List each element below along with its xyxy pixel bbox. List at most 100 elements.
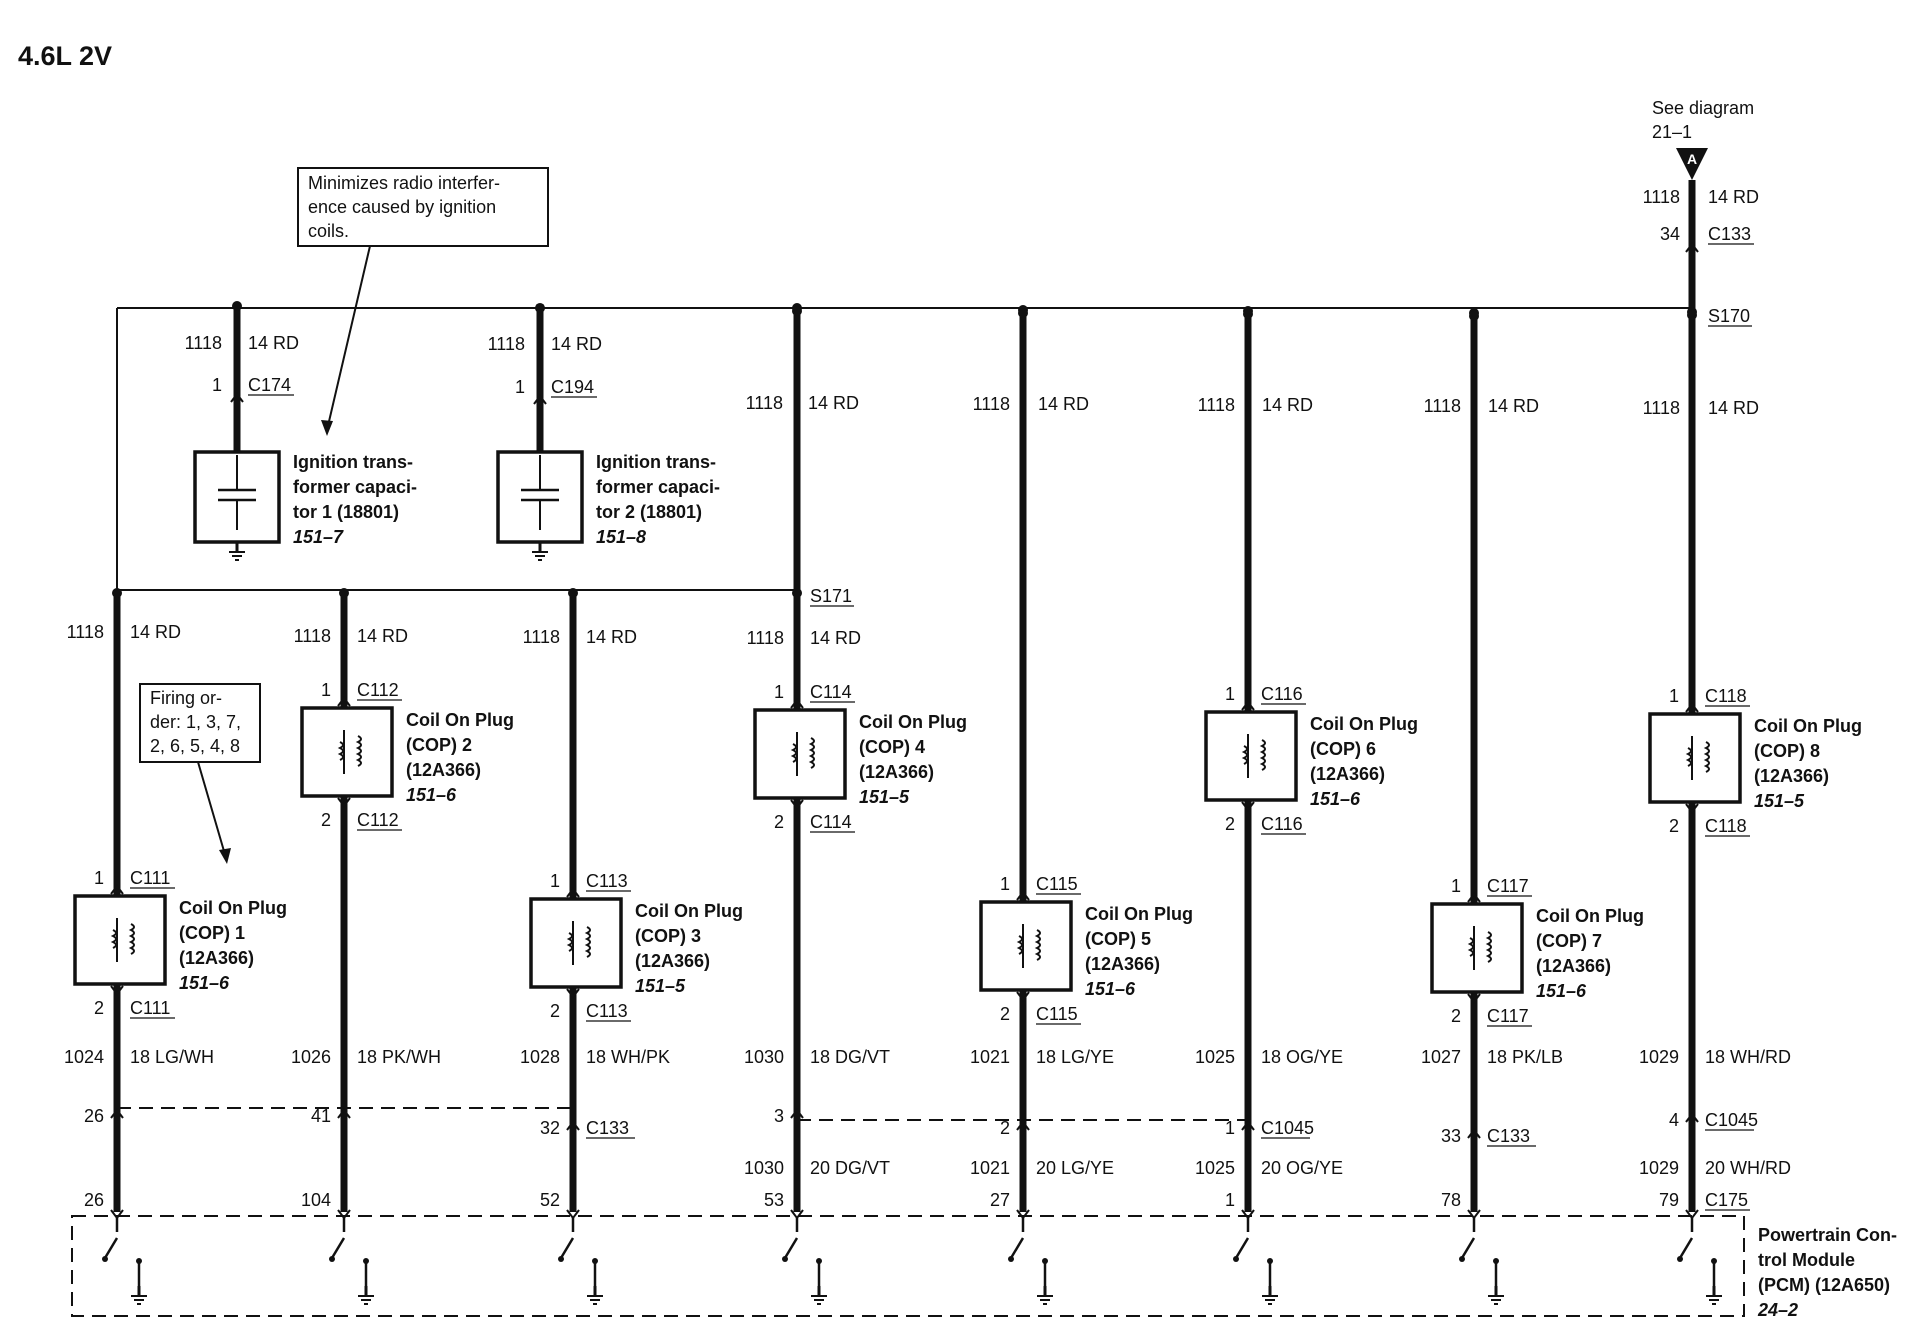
cop7-wire-out-label: 18 PK/LB xyxy=(1487,1047,1563,1067)
cop6-conn-top: C116 xyxy=(1261,684,1303,704)
cop2-conn-top-arrow-icon xyxy=(337,696,351,707)
cop1-name-1: Coil On Plug xyxy=(179,898,287,918)
cop4-wire-out2-label: 20 DG/VT xyxy=(810,1158,890,1178)
cop2-name-2: (COP) 2 xyxy=(406,735,472,755)
ground-icon xyxy=(530,540,550,562)
cop1-circuit-out: 1024 xyxy=(64,1047,104,1067)
cop1-name-3: (12A366) xyxy=(179,948,254,968)
cop8-circuit-out: 1029 xyxy=(1639,1047,1679,1067)
cop4-splice-dot xyxy=(792,306,802,316)
cop6-name-1: Coil On Plug xyxy=(1310,714,1418,734)
note-radio-line3: coils. xyxy=(308,221,349,241)
cop3-name-3: (12A366) xyxy=(635,951,710,971)
cop2-name-1: Coil On Plug xyxy=(406,710,514,730)
cop2-conn-bot-arrow-icon xyxy=(337,797,351,808)
cop3-conn-top-arrow-icon xyxy=(566,887,580,898)
cap1-name-2: former capaci- xyxy=(293,477,417,497)
cop7-pcm-pin: 78 xyxy=(1441,1190,1461,1210)
cop8-splice-dot xyxy=(1687,310,1697,320)
cap1-ref: 151–7 xyxy=(293,527,344,547)
note-firing-line2: der: 1, 3, 7, xyxy=(150,712,241,732)
cop2-conn-top: C112 xyxy=(357,680,399,700)
cop4-box xyxy=(753,708,847,800)
connector-a-marker-icon xyxy=(1676,148,1708,180)
cop5-wire-out2-label: 20 LG/YE xyxy=(1036,1158,1114,1178)
cop2-circuit-in: 1118 xyxy=(294,626,331,646)
cop6-ref: 151–6 xyxy=(1310,789,1361,809)
cop4-wire-in-label: 14 RD xyxy=(810,628,861,648)
cop2-pin-bot: 2 xyxy=(321,810,331,830)
cop7-name-2: (COP) 7 xyxy=(1536,931,1602,951)
cop2-pcm-ground-dot xyxy=(363,1258,369,1264)
pcm-driver-switch-icon xyxy=(780,1216,799,1264)
cop8-mid-conn: C1045 xyxy=(1705,1110,1758,1130)
svg-text:14 RD: 14 RD xyxy=(1262,395,1313,415)
cop8-name-3: (12A366) xyxy=(1754,766,1829,786)
cop6-wire-out2-label: 20 OG/YE xyxy=(1261,1158,1343,1178)
pcm-driver-switch-icon xyxy=(556,1216,575,1264)
svg-text:14 RD: 14 RD xyxy=(1708,398,1759,418)
cop7-mid-pin: 33 xyxy=(1441,1126,1461,1146)
cop6-box xyxy=(1204,710,1298,802)
cop4-wire-out-label: 18 DG/VT xyxy=(810,1047,890,1067)
cop4-circuit-out: 1030 xyxy=(744,1047,784,1067)
cop6-pcm-pin: 1 xyxy=(1225,1190,1235,1210)
cop3-pcm-ground-dot xyxy=(592,1258,598,1264)
cop2-ref: 151–6 xyxy=(406,785,457,805)
cop3-conn-top: C113 xyxy=(586,871,628,891)
cop2-circuit-out: 1026 xyxy=(291,1047,331,1067)
cop6-conn-top-arrow-icon xyxy=(1241,700,1255,711)
top-feed-pin: 34 xyxy=(1660,224,1680,244)
cop8-wire-out-label: 18 WH/RD xyxy=(1705,1047,1791,1067)
cop2-splice-dot xyxy=(339,588,349,598)
cop5-pin-bot: 2 xyxy=(1000,1004,1010,1024)
cop1-conn-bot-arrow-icon xyxy=(110,985,124,996)
cop6-mid-conn: C1045 xyxy=(1261,1118,1314,1138)
note-radio-pointer xyxy=(326,245,371,431)
cop4-pin-top: 1 xyxy=(774,682,784,702)
cop5-pcm-pin: 27 xyxy=(990,1190,1010,1210)
cop4-pin-bot: 2 xyxy=(774,812,784,832)
ground-icon xyxy=(585,1284,605,1306)
cop6-pin-bot: 2 xyxy=(1225,814,1235,834)
cop5-circuit-out2: 1021 xyxy=(970,1158,1010,1178)
cop7-pin-bot: 2 xyxy=(1451,1006,1461,1026)
pcm-driver-switch-icon xyxy=(1006,1216,1025,1264)
pcm-driver-switch-icon xyxy=(1675,1216,1694,1264)
cop4-ref: 151–5 xyxy=(859,787,910,807)
ground-icon xyxy=(227,540,247,562)
cop8-name-1: Coil On Plug xyxy=(1754,716,1862,736)
cop4-name-1: Coil On Plug xyxy=(859,712,967,732)
cop8-pcm-ground-dot xyxy=(1711,1258,1717,1264)
top-feed-connector: C133 xyxy=(1708,224,1751,244)
cop7-box xyxy=(1430,902,1524,994)
cop2-pcm-pin: 104 xyxy=(301,1190,331,1210)
pcm-ref: 24–2 xyxy=(1757,1300,1798,1320)
cop5-conn-bot-arrow-icon xyxy=(1016,991,1030,1002)
cop4-circuit-in: 1118 xyxy=(747,628,784,648)
cap2-connector: C194 xyxy=(551,377,594,397)
cop7-conn-bot: C117 xyxy=(1487,1006,1529,1026)
cop3-name-1: Coil On Plug xyxy=(635,901,743,921)
cop7-conn-top: C117 xyxy=(1487,876,1529,896)
cop5-name-1: Coil On Plug xyxy=(1085,904,1193,924)
cop3-pin-bot: 2 xyxy=(550,1001,560,1021)
cop5-conn-bot: C115 xyxy=(1036,1004,1078,1024)
ground-icon xyxy=(1035,1284,1055,1306)
cop4-mid-pin: 3 xyxy=(774,1106,784,1126)
cop1-pin-top: 1 xyxy=(94,868,104,888)
cop1-mid-pin: 26 xyxy=(84,1106,104,1126)
svg-text:14 RD: 14 RD xyxy=(1038,394,1089,414)
cop7-name-3: (12A366) xyxy=(1536,956,1611,976)
note-firing-line3: 2, 6, 5, 4, 8 xyxy=(150,736,240,756)
cop2-conn-bot: C112 xyxy=(357,810,399,830)
cop7-pin-top: 1 xyxy=(1451,876,1461,896)
cop5-pin-top: 1 xyxy=(1000,874,1010,894)
upper-feeds: 1118 14 RD 1118 14 RD 1118 14 RD 1118 14… xyxy=(746,303,1759,418)
cop1-pcm-ground-dot xyxy=(136,1258,142,1264)
cop4-conn-top-arrow-icon xyxy=(790,698,804,709)
cop5-conn-top-arrow-icon xyxy=(1016,890,1030,901)
cop8-pin-top: 1 xyxy=(1669,686,1679,706)
svg-text:1118: 1118 xyxy=(973,394,1010,414)
cop7-name-1: Coil On Plug xyxy=(1536,906,1644,926)
